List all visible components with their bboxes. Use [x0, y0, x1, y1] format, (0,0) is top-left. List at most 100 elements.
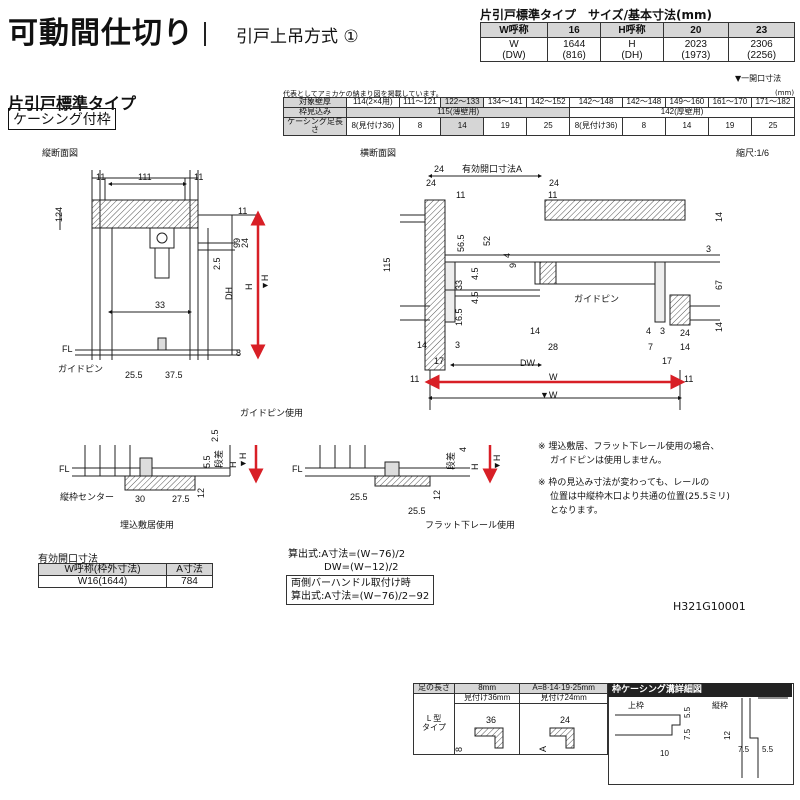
dim-h: 115 [382, 258, 392, 272]
foot-length-table: 足の長さ 8mm A=8·14·19·25mm L 型 タイプ 見付け36mm … [413, 683, 608, 755]
dim-sub: 25.5 [408, 506, 426, 516]
foot-sub: 見付け24mm [519, 692, 608, 704]
vertical-section-label: 縦断面図 [42, 147, 78, 158]
frame-center-label: 縦枠センター [60, 491, 114, 502]
calc-line: 算出式:A寸法=(W−76)/2 [288, 549, 406, 560]
dim-sub: 2.5 [210, 429, 220, 442]
h-value-23: 2306 (2256) [728, 37, 795, 62]
flat-rail-drawing [305, 445, 470, 487]
dim-v: 11 [238, 206, 247, 216]
scale-label: 縮尺:1/6 [736, 147, 769, 158]
title-separator [204, 22, 206, 46]
opening-cell: 784 [166, 575, 213, 588]
h-mark-small: ▼H [238, 453, 248, 468]
h-mark-small-2: ▼H [492, 455, 502, 470]
h-label-small: H [228, 462, 238, 469]
guide-pin-use-label: ガイドピン使用 [240, 407, 303, 418]
embedded-threshold-label: 埋込敷居使用 [120, 519, 174, 530]
step-label-2: 段差 [445, 452, 456, 470]
note-line: 位置は中縦枠木口より共通の位置(25.5ミリ) [550, 492, 730, 502]
dim-h: 52 [482, 236, 492, 246]
w-value: 1644 (816) [546, 37, 602, 62]
guide-pin-label: ガイドピン [58, 364, 103, 374]
dim-h: 9 [508, 263, 518, 268]
dim-h: 3 [706, 244, 711, 254]
casing-dim: 7.5 [683, 728, 692, 740]
vertical-section-drawing [59, 170, 260, 360]
dim-sub: 12 [432, 490, 442, 500]
dim-v: 11 [96, 172, 105, 182]
opening-legend: ▼一開口寸法 [735, 74, 782, 83]
calc-box: 両側バーハンドル取付け時 算出式:A寸法=(W−76)/2−92 [286, 575, 435, 605]
flat-rail-label: フラット下レール使用 [425, 519, 515, 530]
h-col-23: 23 [728, 22, 795, 38]
casing-dim: 7.5 [738, 745, 750, 754]
page-title: 可動間仕切り [8, 16, 194, 51]
size-table-caption: 片引戸標準タイプ サイズ/基本寸法(mm) [480, 8, 713, 22]
w-label: W [549, 372, 558, 382]
dim-h: 28 [548, 342, 558, 352]
h-label: H [244, 284, 254, 291]
opening-cell: W16(1644) [37, 575, 168, 588]
dim-h: 14 [714, 322, 724, 332]
embedded-threshold-drawing [72, 445, 231, 491]
h-label-small-2: H [470, 464, 480, 471]
dim-v: 33 [155, 300, 165, 310]
note-line: ガイドピンは使用しません。 [550, 456, 667, 466]
dim-h: 14 [530, 326, 540, 336]
horizontal-section-drawing [400, 174, 720, 410]
note-line: ※ 枠の見込み寸法が変わっても、レールの [538, 478, 710, 488]
dim-h: 24 [434, 164, 444, 174]
w-mark-label: ▼W [540, 390, 558, 400]
dim-v: 25.5 [125, 370, 143, 380]
foot-head: 足の長さ [413, 683, 455, 694]
unit-label: (mm) [775, 89, 795, 97]
casing-vertical-label: 縦枠 [712, 700, 728, 710]
dim-h: 67 [714, 280, 724, 290]
dim-v: 11 [194, 172, 203, 182]
casing-dim: 12 [723, 731, 732, 740]
frame-depth-thin: 115(薄壁用) [345, 106, 571, 118]
dim-h: 14 [714, 212, 724, 222]
dim-sub: 12 [196, 488, 206, 498]
dim-v: 24 [240, 238, 250, 248]
note-line: となります。 [550, 506, 603, 516]
h-head: H呼称 [600, 22, 664, 38]
dw-label: DW [520, 358, 535, 368]
dim-h: 11 [410, 374, 419, 384]
page-subtitle: 引戸上吊方式 ① [236, 27, 359, 47]
dim-h: 24 [680, 328, 690, 338]
dim-sub: 25.5 [350, 492, 368, 502]
note-line: ※ 埋込敷居、フラット下レール使用の場合、 [538, 442, 720, 452]
dim-v: 37.5 [165, 370, 183, 380]
l-type-label: L 型 タイプ [413, 692, 455, 755]
calc-lines: 算出式:A寸法=(W−76)/2 DW=(W−12)/2 [288, 548, 405, 574]
dim-h: 33 [454, 280, 464, 290]
dim-v: 2.5 [212, 257, 222, 270]
frame-cell: 8(見付け36) [346, 116, 400, 137]
foot-head: A=8·14·19·25mm [519, 683, 608, 694]
step-label: 段差 [213, 450, 224, 468]
casing-dim: 5.5 [683, 706, 692, 718]
dim-h: 16.5 [454, 308, 464, 326]
dim-h: 24 [426, 178, 436, 188]
dim-h: 56.5 [456, 234, 466, 252]
frame-cell: 8 [398, 116, 442, 137]
opening-table: W呼称(枠外寸法) A寸法 W16(1644) 784 [37, 563, 213, 588]
h-mark-label: ▼H [260, 275, 270, 290]
dim-sub: 30 [135, 494, 145, 504]
dim-h: 17 [434, 356, 444, 366]
casing-detail-box [608, 683, 794, 785]
calc-box-line: 算出式:A寸法=(W−76)/2−92 [291, 591, 430, 602]
guide-pin-label-h: ガイドピン [574, 294, 619, 304]
h-value-20: 2023 (1973) [662, 37, 730, 62]
frame-table: 対象壁厚 114(2×4用) 111〜121 122〜133 134〜141 1… [283, 97, 796, 137]
foot-sub: 見付け36mm [453, 692, 521, 704]
dim-sub: 5.5 [202, 455, 212, 468]
fl-label-small: FL [59, 464, 70, 474]
dim-h: 17 [662, 356, 672, 366]
fl-label-small-2: FL [292, 464, 303, 474]
dim-h: 14 [417, 340, 427, 350]
dim-h: 14 [680, 342, 690, 352]
